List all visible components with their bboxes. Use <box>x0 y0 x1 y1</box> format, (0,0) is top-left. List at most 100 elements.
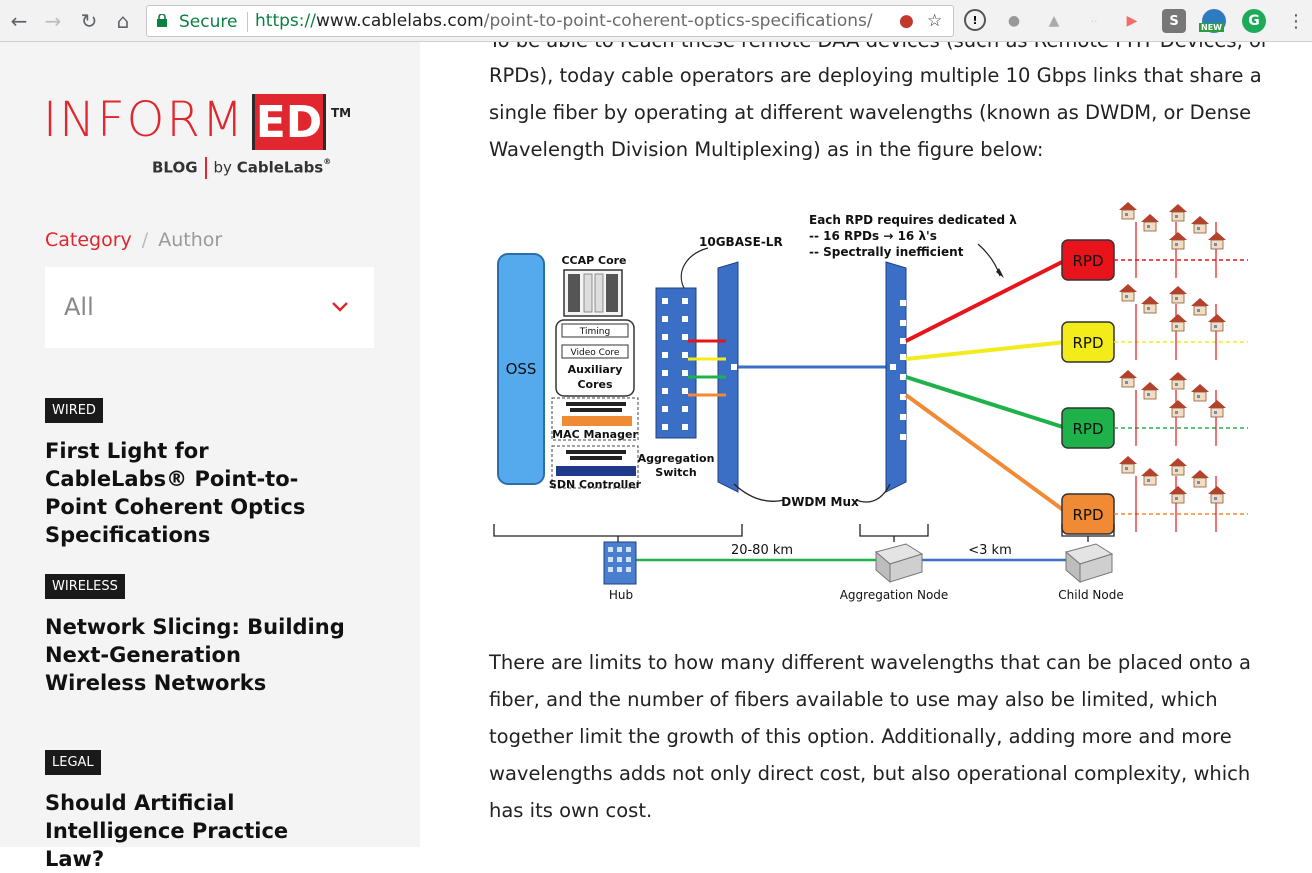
reload-icon[interactable]: ↻ <box>80 9 98 33</box>
hub-brace <box>493 524 743 542</box>
back-arrow-icon[interactable]: ← <box>10 9 28 33</box>
circle-extension-icon[interactable]: ● <box>1007 13 1021 29</box>
tab-author[interactable]: Author <box>158 229 223 251</box>
address-bar[interactable]: Secure https://www.cablelabs.com/point-t… <box>146 5 954 37</box>
timing-label: Timing <box>579 327 610 337</box>
secure-label: Secure <box>179 12 238 32</box>
ccap-slot <box>594 273 604 313</box>
sdn-controller-bar <box>556 466 636 476</box>
oss-label: OSS <box>506 360 537 378</box>
logo-brand: CableLabs <box>236 158 324 177</box>
rpd-label: RPD <box>1072 252 1103 270</box>
bookmark-star-icon[interactable]: ☆ <box>927 11 943 31</box>
ccap-core-label: CCAP Core <box>561 254 626 267</box>
logo-by: by <box>213 158 237 177</box>
server-rack <box>570 456 622 460</box>
dwdm-mux-arrow-right <box>855 483 891 503</box>
logo-word: INFORM <box>43 92 246 148</box>
grammarly-extension-icon[interactable]: G <box>1242 9 1266 33</box>
chevron-down-icon <box>332 302 348 312</box>
forward-arrow-icon[interactable]: → <box>44 9 62 33</box>
mux-port <box>731 364 737 370</box>
post-card: LEGAL Should Artificial Intelligence Pra… <box>45 750 345 873</box>
menu-icon[interactable]: ⋮ <box>1287 10 1305 32</box>
aggregation-switch <box>655 287 697 439</box>
mac-manager-label: MAC Manager <box>552 428 638 441</box>
play-extension-icon[interactable]: ▶ <box>1126 13 1138 29</box>
child-node-brace <box>1061 524 1115 542</box>
yellow-lambda-link <box>905 340 1067 361</box>
switch-ports <box>662 298 688 430</box>
link-type-label: 10GBASE-LR <box>699 235 783 249</box>
tab-category[interactable]: Category <box>45 229 132 251</box>
video-core-label: Video Core <box>571 348 620 358</box>
agg-switch-label-2: Switch <box>655 466 696 479</box>
sdn-controller-label: SDN Controller <box>549 478 642 491</box>
category-select[interactable]: All <box>45 267 374 348</box>
ccap-slot <box>583 273 593 313</box>
category-select-value: All <box>64 293 94 321</box>
home-icon[interactable]: ⌂ <box>116 9 130 33</box>
omnibox-separator <box>247 12 248 32</box>
oss-block <box>497 253 545 485</box>
auxiliary-label: Auxiliary <box>568 363 623 376</box>
ccap-slot <box>568 274 580 312</box>
new-badge-extension-icon[interactable]: NEW <box>1199 9 1226 33</box>
post-tag[interactable]: WIRELESS <box>45 574 125 599</box>
tab-separator: / <box>141 229 149 251</box>
house-cluster <box>1114 455 1248 532</box>
rpd-label: RPD <box>1072 420 1103 438</box>
ccap-slot <box>606 274 618 312</box>
filter-tabs: Category / Author <box>45 229 222 251</box>
url-host: www.cablelabs.com <box>315 11 484 31</box>
browser-toolbar: ← → ↻ ⌂ Secure https://www.cablelabs.com… <box>0 0 1312 42</box>
green-lambda-link <box>905 375 1067 430</box>
aggregation-node-icon <box>874 543 924 584</box>
dwdm-mux-arrow-left <box>733 483 785 502</box>
rpd-label: RPD <box>1072 334 1103 352</box>
house-cluster <box>1114 283 1248 360</box>
url-path: /point-to-point-coherent-optics-specific… <box>483 11 873 31</box>
dwdm-mux-left <box>717 261 739 493</box>
s-extension-icon[interactable]: S <box>1162 9 1186 33</box>
post-title-link[interactable]: First Light for CableLabs® Point-to-Poin… <box>45 439 306 547</box>
blocked-popup-icon[interactable]: ● <box>899 11 914 31</box>
hub-building-icon <box>603 541 637 585</box>
dwdm-diagram: OSS CCAP Core Timing Video Core Auxiliar… <box>493 201 1248 602</box>
child-distance-label: <3 km <box>968 543 1012 558</box>
mac-manager-bar <box>562 416 632 426</box>
house-cluster <box>1114 201 1248 278</box>
logo-ed: ED <box>252 94 326 150</box>
post-title-link[interactable]: Should Artificial Intelligence Practice … <box>45 791 289 871</box>
child-node-label: Child Node <box>1058 588 1123 602</box>
article-content: To be able to reach these remote DAA dev… <box>420 42 1312 847</box>
dots-extension-icon[interactable]: ·· <box>1090 14 1098 28</box>
agg-node-brace <box>859 524 929 542</box>
video-core-box <box>561 344 629 359</box>
server-rack <box>566 402 626 406</box>
lock-icon <box>157 14 167 27</box>
info-extension-icon[interactable]: ! <box>964 9 986 31</box>
dwdm-mux-label: DWDM Mux <box>781 495 859 509</box>
logo-trademark: TM <box>331 106 352 120</box>
red-lambda-link <box>905 258 1067 343</box>
logo-blog: BLOG <box>152 158 198 177</box>
article-paragraph-limits: There are limits to how many different w… <box>489 651 1251 822</box>
server-rack <box>566 450 626 454</box>
url-text[interactable]: https://www.cablelabs.com/point-to-point… <box>255 11 873 31</box>
orange-lambda-link <box>904 393 1068 514</box>
post-tag[interactable]: LEGAL <box>45 750 101 775</box>
link-type-pointer <box>680 247 709 289</box>
child-node-icon <box>1064 543 1114 584</box>
drive-extension-icon[interactable]: ▲ <box>1048 13 1060 29</box>
hub-distance-label: 20-80 km <box>731 543 793 558</box>
timing-box <box>561 323 629 338</box>
post-title-link[interactable]: Network Slicing: Building Next-Generatio… <box>45 615 345 695</box>
dwdm-figure: OSS CCAP Core Timing Video Core Auxiliar… <box>486 201 1256 612</box>
aggregation-node-label: Aggregation Node <box>840 588 949 602</box>
logo-divider <box>204 157 207 179</box>
rpd-note-arrowhead <box>996 268 1004 278</box>
post-tag[interactable]: WIRED <box>45 398 103 423</box>
